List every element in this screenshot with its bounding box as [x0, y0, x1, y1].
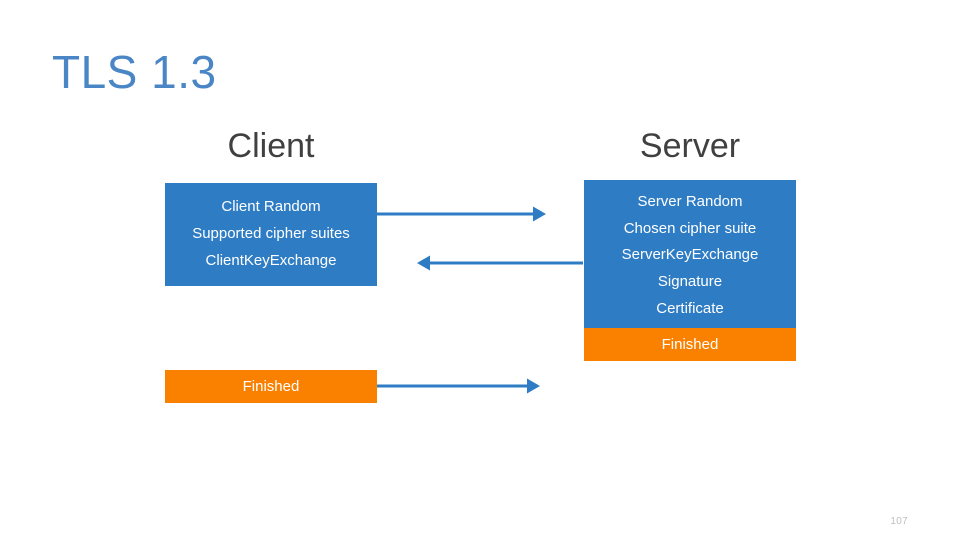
server-finished-box: Finished — [584, 328, 796, 361]
server-hello-line: Chosen cipher suite — [623, 219, 757, 237]
client-hello-box: Client Random Supported cipher suites Cl… — [165, 183, 377, 286]
client-hello-line: Client Random — [221, 198, 321, 215]
arrow-head-right — [527, 378, 540, 394]
arrow-head-left — [417, 255, 430, 271]
arrow-server-to-client-hello — [417, 255, 583, 271]
client-column-heading: Client — [227, 127, 315, 165]
arrow-client-to-server-hello — [377, 206, 546, 222]
server-finished-label: Finished — [661, 336, 719, 353]
server-hello-line: ServerKeyExchange — [621, 246, 759, 264]
client-hello-line: Supported cipher suites — [192, 225, 350, 242]
arrow-client-to-server-finished — [377, 378, 540, 394]
server-hello-line: Signature — [657, 273, 723, 291]
arrow-head-right — [533, 206, 546, 222]
page-number: 107 — [890, 516, 908, 527]
server-column-heading: Server — [639, 127, 741, 165]
server-hello-line: Certificate — [656, 300, 724, 318]
server-hello-box: Server Random Chosen cipher suite Server… — [584, 180, 796, 328]
server-hello-line: Server Random — [637, 192, 743, 210]
client-finished-label: Finished — [242, 378, 300, 395]
page-title: TLS 1.3 — [52, 46, 217, 98]
client-finished-box: Finished — [165, 370, 377, 403]
client-hello-line: ClientKeyExchange — [205, 252, 337, 269]
